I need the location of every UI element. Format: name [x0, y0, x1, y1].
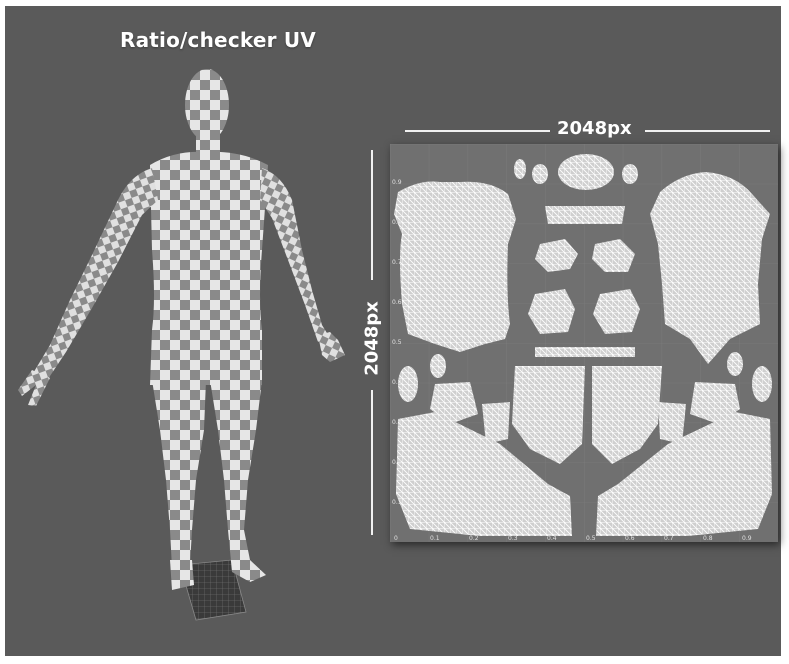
svg-text:0: 0	[394, 535, 398, 542]
torso	[150, 152, 268, 385]
uv-small-left	[514, 159, 526, 179]
svg-text:0.6: 0.6	[625, 535, 635, 542]
height-line-top	[371, 150, 373, 280]
neck	[196, 132, 220, 154]
left-arm	[32, 168, 158, 382]
svg-text:0.8: 0.8	[392, 219, 402, 226]
head	[185, 69, 229, 141]
width-label: 2048px	[557, 118, 632, 139]
svg-text:0.2: 0.2	[392, 459, 402, 466]
svg-text:0.1: 0.1	[430, 535, 440, 542]
frame-edge-bottom	[0, 656, 789, 664]
uv-wireframe: 0 0.1 0.2 0.3 0.4 0.5 0.6 0.7 0.8 0.9 0.…	[390, 144, 778, 542]
svg-text:0.5: 0.5	[392, 339, 402, 346]
uv-head-cap	[558, 154, 614, 190]
height-label: 2048px	[362, 291, 383, 387]
uv-piece-right	[727, 352, 743, 376]
svg-text:0.4: 0.4	[392, 379, 402, 386]
svg-text:0.9: 0.9	[392, 179, 402, 186]
frame-edge-right	[781, 0, 789, 664]
svg-text:0.8: 0.8	[703, 535, 713, 542]
right-hand	[318, 332, 345, 362]
svg-text:0.7: 0.7	[392, 259, 402, 266]
svg-text:0.5: 0.5	[586, 535, 596, 542]
width-dimension: 2048px	[405, 120, 770, 142]
left-leg	[152, 380, 206, 568]
width-line-left	[405, 130, 550, 132]
checker-body-model	[0, 0, 380, 640]
height-line-bottom	[371, 390, 373, 535]
uv-torso-front	[394, 181, 516, 352]
svg-text:0.1: 0.1	[392, 499, 402, 506]
svg-text:0.2: 0.2	[469, 535, 479, 542]
right-arm	[260, 168, 330, 342]
width-line-right	[645, 130, 770, 132]
uv-teeth-row	[535, 347, 635, 357]
svg-text:0.4: 0.4	[547, 535, 557, 542]
uv-piece-left	[430, 354, 446, 378]
svg-text:0.3: 0.3	[508, 535, 518, 542]
uv-neck-band	[545, 206, 625, 224]
right-leg	[210, 380, 266, 582]
height-dimension: 2048px	[360, 150, 384, 535]
svg-text:0.9: 0.9	[742, 535, 752, 542]
svg-text:0.6: 0.6	[392, 299, 402, 306]
left-foot	[170, 560, 194, 590]
uv-layout-panel: 0 0.1 0.2 0.3 0.4 0.5 0.6 0.7 0.8 0.9 0.…	[390, 144, 778, 542]
uv-ear-right	[622, 164, 638, 184]
svg-text:0.7: 0.7	[664, 535, 674, 542]
svg-text:0.3: 0.3	[392, 419, 402, 426]
uv-ear-left	[532, 164, 548, 184]
uv-foot-right	[752, 366, 772, 402]
